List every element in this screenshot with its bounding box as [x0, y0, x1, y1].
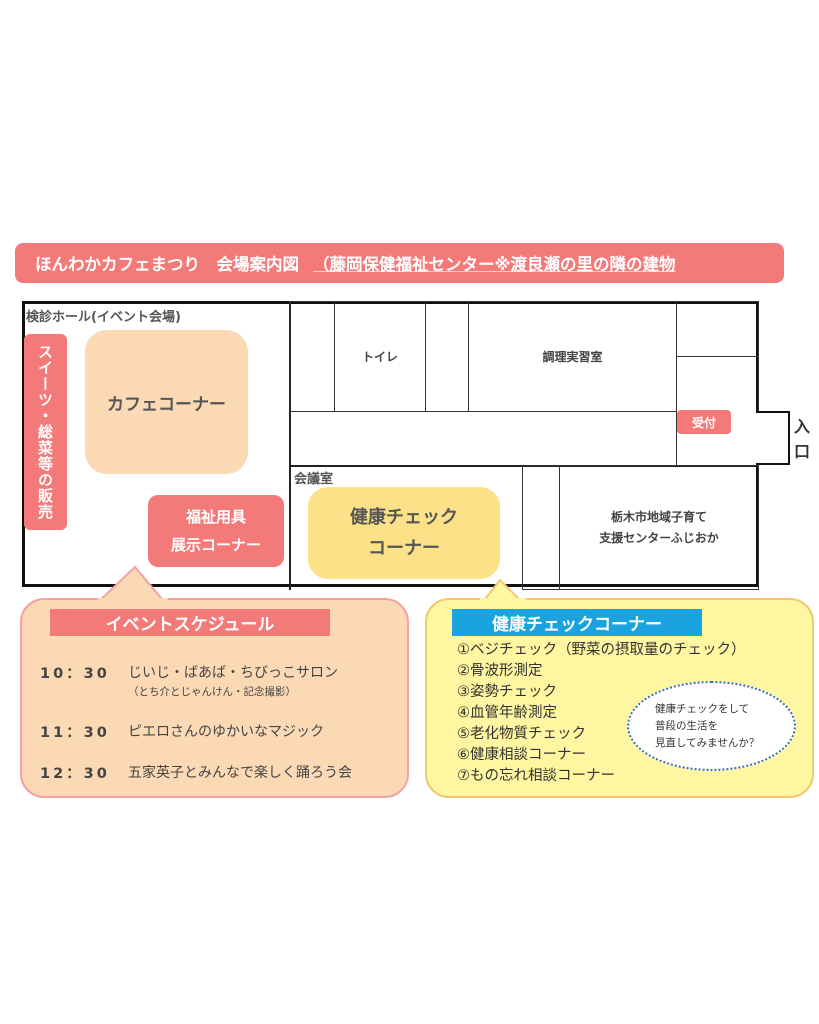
schedule-pointer — [95, 565, 169, 605]
health-area-line2: コーナー — [368, 538, 440, 559]
corridor-line — [289, 465, 759, 467]
schedule-heading: イベントスケジュール — [50, 609, 330, 636]
schedule-time: 10：30 — [40, 666, 110, 682]
room-kitchen: 調理実習室 — [468, 301, 677, 412]
childcare-label-line1: 栃木市地域子育て — [610, 510, 707, 525]
reception-desk: 受付 — [677, 410, 731, 434]
room-upper-mid — [425, 301, 469, 412]
entrance-gap — [754, 414, 760, 462]
room-upper-right — [676, 301, 759, 357]
exam-hall-label: 検診ホール(イベント会場) — [26, 310, 181, 325]
entrance-label: 入口 — [794, 417, 811, 461]
speech-bubble: 健康チェックをして 普段の生活を 見直してみませんか？ — [627, 681, 796, 771]
health-pointer-cover — [480, 598, 526, 602]
room-upper-small — [289, 301, 335, 412]
toilet-label: トイレ — [361, 350, 398, 364]
cafe-label: カフェコーナー — [107, 394, 226, 415]
schedule-event: 五家英子とみんなで楽しく踊ろう会 — [128, 765, 352, 781]
health-check-item: ③姿勢チェック — [457, 684, 557, 700]
health-check-list: ①ベジチェック（野菜の摂取量のチェック） ②骨波形測定 ③姿勢チェック ④血管年… — [457, 640, 746, 787]
divider-main-vertical — [289, 301, 291, 590]
schedule-event: ピエロさんのゆかいなマジック — [128, 724, 324, 740]
health-check-item: ②骨波形測定 — [457, 663, 543, 679]
health-check-area: 健康チェック コーナー — [308, 487, 500, 579]
welfare-label-line1: 福祉用具 — [185, 507, 246, 526]
reception-label: 受付 — [691, 415, 716, 430]
sweets-label: スイーツ・総菜等の販売 — [36, 344, 54, 520]
schedule-event: じいじ・ばあば・ちびっこサロン — [128, 665, 338, 681]
schedule-event-note: （とち介とじゃんけん・記念撮影） — [128, 686, 296, 698]
kitchen-label: 調理実習室 — [542, 350, 603, 364]
health-check-item: ⑦もの忘れ相談コーナー — [457, 768, 615, 784]
room-toilet: トイレ — [334, 301, 426, 412]
entrance-doorway — [756, 411, 790, 465]
page-title: ほんわかカフェまつり 会場案内図 — [35, 255, 299, 274]
bubble-line: 見直してみませんか？ — [655, 736, 760, 749]
schedule-pointer-cover — [98, 598, 168, 602]
schedule-time: 11：30 — [40, 725, 110, 741]
welfare-equipment-area: 福祉用具 展示コーナー — [148, 495, 284, 567]
bubble-line: 健康チェックをして — [655, 702, 750, 715]
page-subtitle: （藤岡保健福祉センター※渡良瀬の里の隣の建物 — [313, 255, 676, 274]
welfare-label-line2: 展示コーナー — [170, 536, 261, 554]
title-banner: ほんわかカフェまつり 会場案内図 （藤岡保健福祉センター※渡良瀬の里の隣の建物 — [15, 243, 784, 283]
room-childcare: 栃木市地域子育て 支援センターふじおか — [559, 465, 759, 590]
meeting-room-label: 会議室 — [294, 472, 334, 487]
bubble-line: 普段の生活を — [655, 719, 718, 732]
childcare-label-line2: 支援センターふじおか — [599, 530, 719, 545]
schedule-time: 12：30 — [40, 766, 110, 782]
health-check-item: ⑥健康相談コーナー — [457, 747, 586, 763]
room-narrow — [522, 465, 560, 590]
health-area-line1: 健康チェック — [350, 506, 458, 528]
health-check-heading: 健康チェックコーナー — [452, 609, 702, 636]
cafe-corner-area: カフェコーナー — [85, 330, 248, 474]
health-check-item: ④血管年齢測定 — [457, 705, 557, 721]
health-check-item: ①ベジチェック（野菜の摂取量のチェック） — [457, 642, 746, 658]
sweets-sales-area: スイーツ・総菜等の販売 — [24, 334, 67, 530]
health-check-item: ⑤老化物質チェック — [457, 726, 586, 742]
